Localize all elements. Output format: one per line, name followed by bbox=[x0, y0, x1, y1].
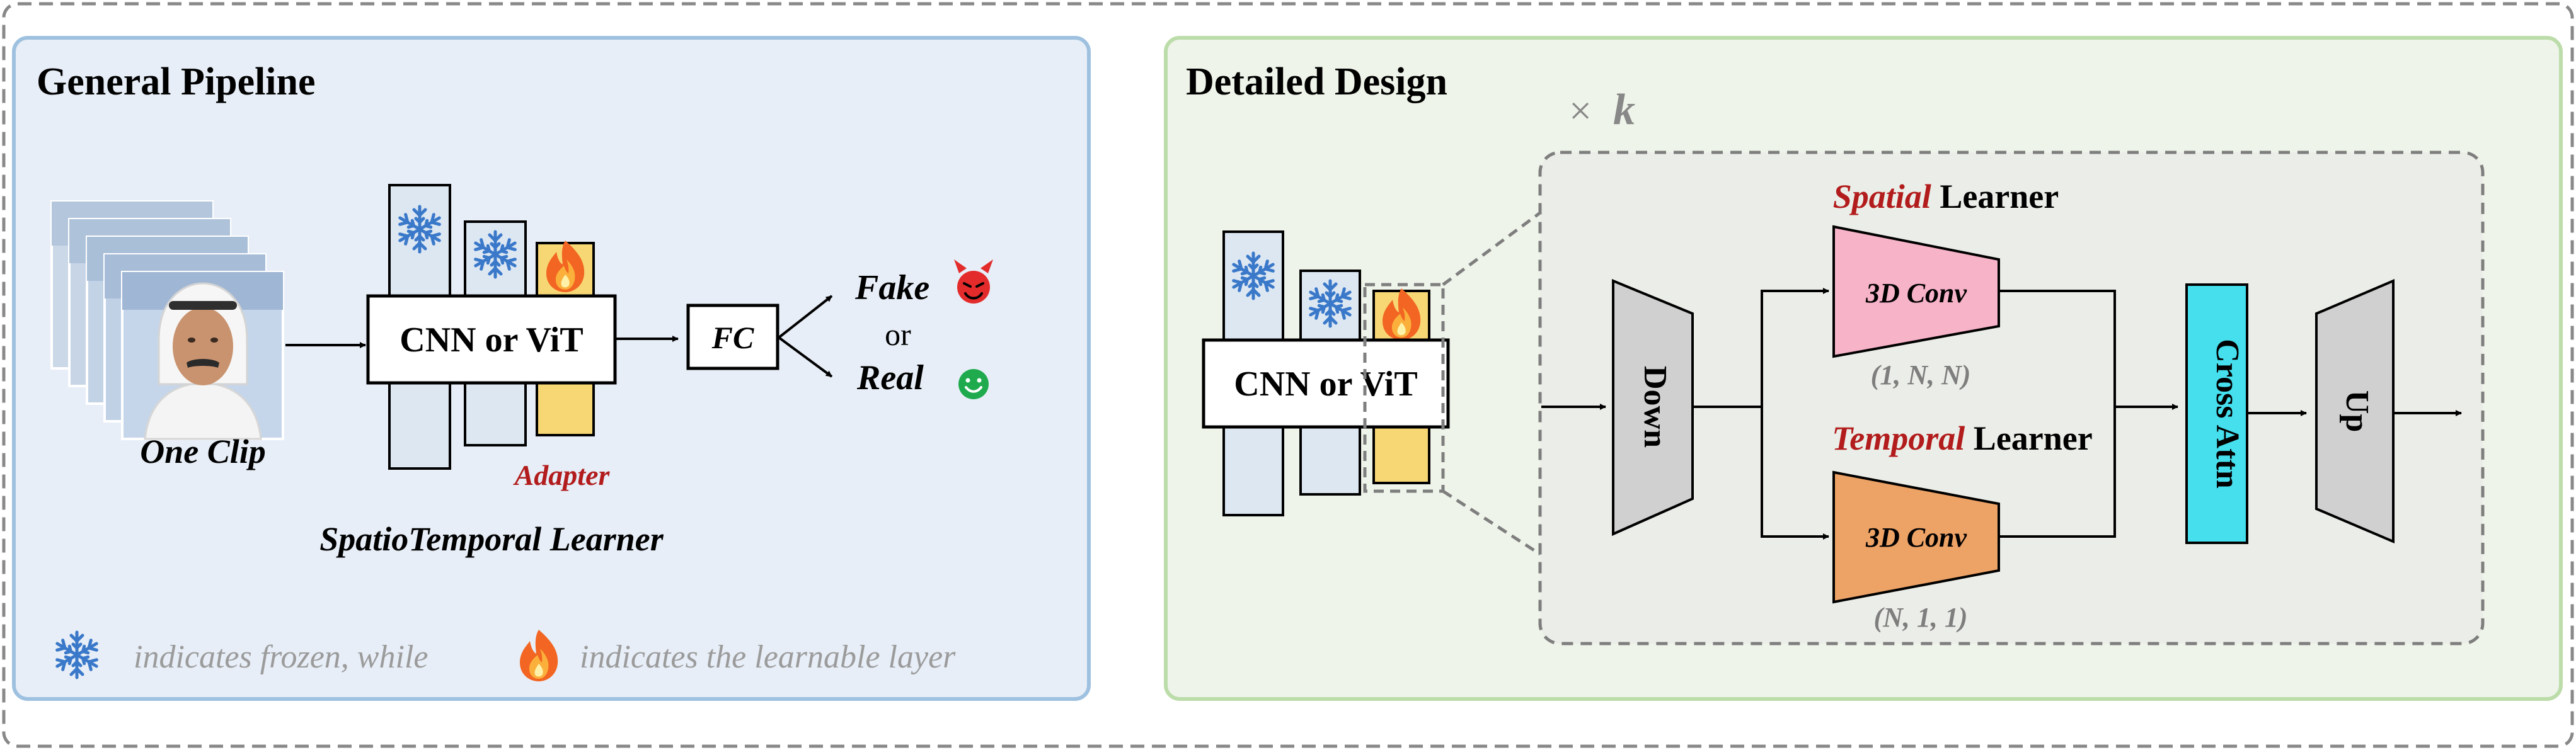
fc-box: FC bbox=[686, 304, 779, 370]
down-projection: Down bbox=[1612, 279, 1694, 537]
detailed-design-panel: Detailed Design × k CNN or ViT bbox=[1164, 36, 2563, 701]
backbone-box: CNN or ViT bbox=[366, 294, 617, 385]
temporal-kernel-label: (N, 1, 1) bbox=[1873, 602, 1967, 633]
spatial-kernel-label: (1, N, N) bbox=[1871, 360, 1971, 390]
arrow-fc-to-real bbox=[778, 336, 833, 378]
legend: indicates frozen, while indicates the le… bbox=[54, 630, 956, 681]
detailed-design-title: Detailed Design bbox=[1186, 60, 1447, 103]
backbone-label: CNN or ViT bbox=[400, 321, 583, 360]
backbone-label: CNN or ViT bbox=[1234, 365, 1417, 404]
backbone-box: CNN or ViT bbox=[1202, 338, 1450, 429]
temporal-conv-label: 3D Conv bbox=[1865, 522, 1967, 553]
spatial-accent: Spatial bbox=[1833, 178, 1931, 215]
arrow-temporal-to-crossattn bbox=[1999, 407, 2116, 538]
temporal-accent: Temporal bbox=[1832, 419, 1965, 457]
legend-learnable-text: indicates the learnable layer bbox=[580, 639, 956, 675]
fc-label: FC bbox=[711, 320, 754, 355]
fake-label: Fake bbox=[854, 268, 929, 307]
cross-attn-block: Cross Attn bbox=[2185, 283, 2248, 544]
zoom-line-bottom bbox=[1442, 489, 1541, 556]
clip-stack bbox=[50, 200, 284, 440]
clip-label: One Clip bbox=[140, 433, 266, 470]
smile-emoji-icon bbox=[958, 369, 989, 399]
or-label: or bbox=[885, 317, 911, 352]
zoom-line-top bbox=[1442, 211, 1541, 287]
arrow-spatial-to-crossattn bbox=[1999, 290, 2116, 407]
repeat-times-symbol: × bbox=[1569, 88, 1592, 133]
devil-emoji-icon bbox=[954, 259, 993, 304]
arrow-down-to-temporal bbox=[1761, 407, 1829, 540]
up-projection: Up bbox=[2315, 278, 2395, 544]
adapter-label: Adapter bbox=[513, 459, 611, 491]
cross-attn-label: Cross Attn bbox=[2209, 339, 2245, 488]
spatiotemporal-learner-label: SpatioTemporal Learner bbox=[319, 520, 664, 558]
down-label: Down bbox=[1637, 366, 1673, 448]
up-label: Up bbox=[2339, 390, 2375, 432]
spatial-learner-title: Spatial Learner bbox=[1833, 178, 2059, 215]
face-photo-icon bbox=[121, 271, 284, 440]
temporal-3d-conv: 3D Conv bbox=[1832, 470, 2000, 604]
spatial-rest: Learner bbox=[1931, 178, 2059, 215]
arrow-fc-to-fake bbox=[778, 295, 833, 339]
temporal-learner-title: Temporal Learner bbox=[1832, 419, 2092, 457]
arrow-down-to-spatial bbox=[1694, 288, 1829, 408]
adapter-highlight bbox=[1363, 283, 1445, 493]
temporal-rest: Learner bbox=[1965, 419, 2092, 457]
legend-frozen-text: indicates frozen, while bbox=[134, 639, 428, 675]
repeat-k-label: k bbox=[1613, 86, 1635, 134]
real-label: Real bbox=[856, 358, 924, 397]
general-pipeline-title: General Pipeline bbox=[37, 60, 316, 103]
spatial-3d-conv: 3D Conv bbox=[1832, 225, 2000, 358]
spatial-conv-label: 3D Conv bbox=[1865, 278, 1967, 309]
general-pipeline-panel: General Pipeline bbox=[12, 36, 1091, 701]
